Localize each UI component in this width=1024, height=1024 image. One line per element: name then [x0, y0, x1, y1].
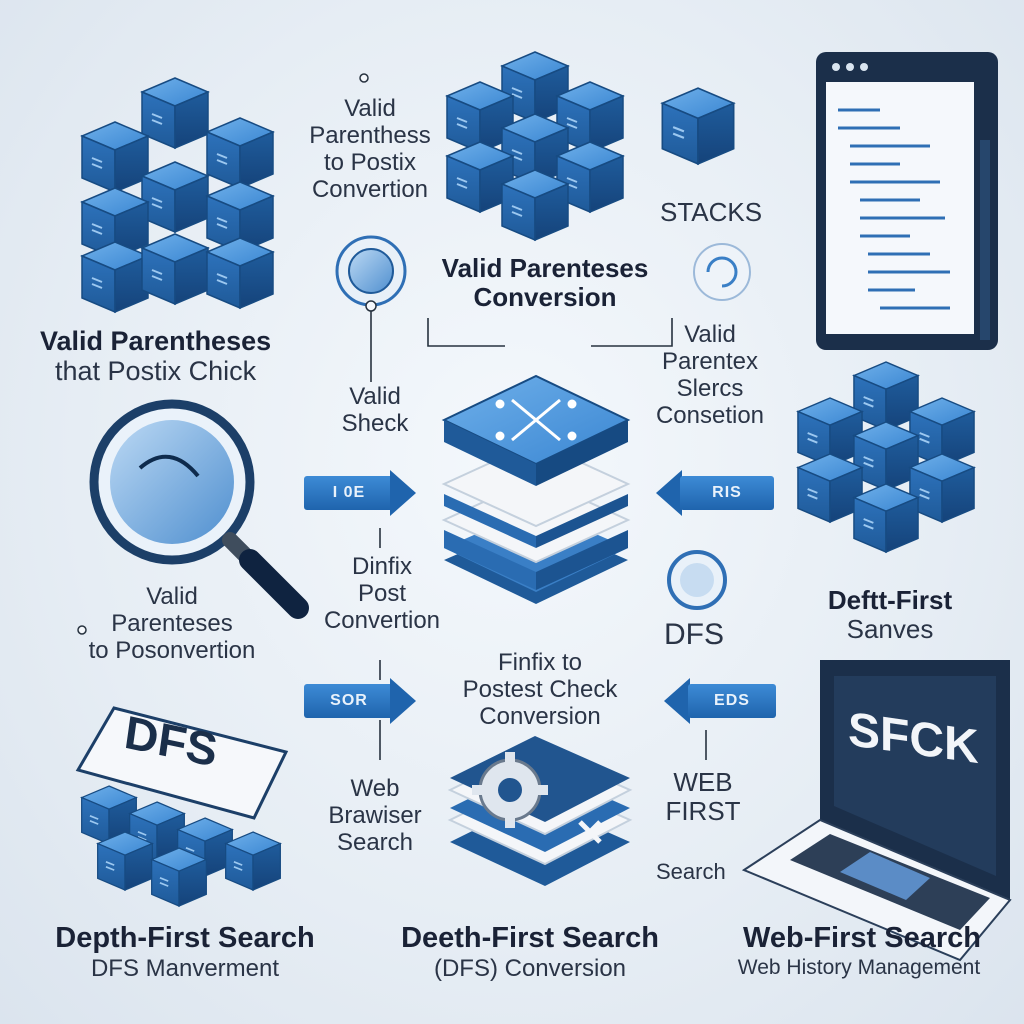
label-wbs-line1: Web: [350, 775, 400, 802]
label-vpc-line2: Conversion: [473, 282, 617, 313]
label-right-middle-line3: Slercs: [676, 374, 744, 402]
label-stacks: STACKS: [660, 197, 763, 227]
label-top-center-line4: Convertion: [311, 175, 429, 203]
laptop-icon: [741, 660, 1012, 962]
info-circle-icon: [335, 235, 407, 307]
label-top-left-line1: Valid Parentheses: [40, 326, 272, 356]
arrow-right-bottom-head: [390, 678, 416, 724]
cube-cluster-top-left: [81, 77, 274, 313]
arrow-left-top: RIS: [656, 470, 774, 516]
label-valid-check-line1: Valid: [349, 383, 401, 410]
cube-cluster-right: [796, 361, 976, 553]
arrow-right-top-head: [390, 470, 416, 516]
label-finfix-line2: Postest Check: [462, 675, 618, 703]
label-right-middle-line1: Valid: [684, 321, 736, 348]
label-magnifier-line2: Parenteses: [111, 609, 233, 637]
arrow-left-bottom-label: EDS: [688, 684, 776, 718]
dfs-circle-icon: [667, 550, 727, 610]
label-top-center-line3: to Postix: [323, 148, 417, 176]
label-bottom-center-title: Deeth-First Search: [401, 922, 659, 954]
label-magnifier: Valid Parenteses to Posonvertion: [52, 583, 292, 665]
label-top-left: Valid Parentheses that Postix Chick: [40, 326, 271, 386]
label-bottom-center-sub: (DFS) Conversion: [433, 955, 627, 982]
central-stack-icon: [441, 374, 631, 604]
label-dfs: DFS: [664, 618, 724, 651]
label-web-first-line2: FIRST: [665, 796, 741, 827]
label-top-center-line1: Valid: [344, 95, 396, 122]
arrow-right-top-label: I 0E: [304, 476, 394, 510]
single-cube: [661, 87, 735, 165]
label-wbs-line2: Brawiser: [328, 801, 422, 829]
label-magnifier-line1: Valid: [146, 583, 198, 610]
label-center-left-line2: Post: [357, 579, 407, 607]
label-bottom-left-title: Depth-First Search: [55, 922, 315, 954]
arrow-left-top-head: [656, 470, 682, 516]
arrow-left-bottom-head: [664, 678, 690, 724]
label-wbs-line3: Search: [336, 828, 414, 856]
label-search: Search: [656, 859, 726, 884]
browser-window-icon: [816, 52, 998, 350]
label-center-left-line1: Dinfix: [351, 553, 412, 580]
label-web-browser-search: Web Brawiser Search: [300, 775, 450, 857]
cube-cluster-top-center: [446, 51, 624, 241]
arrow-left-bottom: EDS: [664, 678, 776, 724]
label-deftt-line2: Sanves: [846, 614, 934, 645]
label-finfix: Finfix to Postest Check Conversion: [430, 649, 650, 731]
arrow-left-top-label: RIS: [680, 476, 774, 510]
label-valid-check: Valid Sheck: [320, 383, 430, 438]
label-valid-check-line2: Sheck: [341, 409, 409, 437]
magnifier-icon: [89, 399, 309, 619]
label-top-center: Valid Parenthess to Postix Convertion: [290, 95, 450, 204]
gear-stack-icon: [447, 736, 633, 886]
label-right-middle: Valid Parentex Slercs Consetion: [640, 321, 780, 430]
label-center-left: Dinfix Post Convertion: [302, 553, 462, 635]
label-finfix-line3: Conversion: [479, 702, 601, 730]
label-bottom-right-title: Web-First Search: [743, 922, 981, 954]
label-bottom-right-sub: Web History Management: [737, 956, 981, 979]
label-magnifier-line3: to Posonvertion: [88, 636, 256, 664]
label-bottom-left-sub: DFS Manverment: [90, 955, 280, 982]
label-right-middle-line4: Consetion: [655, 401, 765, 429]
arrow-right-top: I 0E: [304, 470, 416, 516]
label-top-left-line2: that Postix Chick: [55, 356, 257, 387]
arrow-right-bottom-label: SOR: [304, 684, 394, 718]
label-center-left-line3: Convertion: [323, 606, 441, 634]
label-deftt-first: Deftt-First Sanves: [790, 585, 990, 645]
label-web-first: WEB FIRST: [648, 767, 758, 827]
label-valid-parentheses-conversion: Valid Parenteses Conversion: [400, 253, 690, 313]
connector-lines: [370, 306, 707, 760]
label-top-center-line2: Parenthess: [309, 121, 431, 149]
label-finfix-line1: Finfix to: [497, 649, 583, 676]
label-vpc-line1: Valid Parenteses: [441, 253, 649, 283]
sync-circle-icon: [693, 243, 751, 301]
arrow-right-bottom: SOR: [304, 678, 416, 724]
label-right-middle-line2: Parentex: [661, 347, 759, 375]
label-deftt-line1: Deftt-First: [827, 585, 953, 615]
dfs-keyboard-icon: [75, 706, 289, 907]
label-web-first-line1: WEB: [673, 767, 733, 797]
